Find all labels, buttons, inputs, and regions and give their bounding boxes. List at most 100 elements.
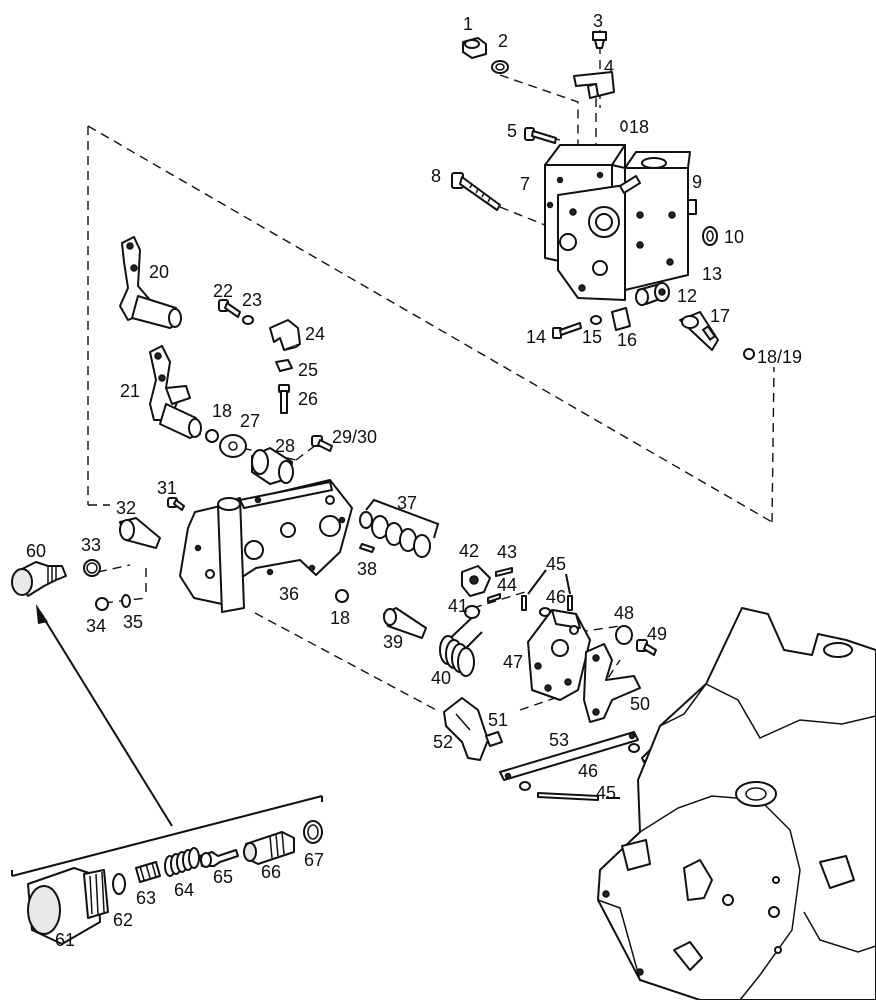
bush-part-48 (615, 625, 633, 645)
callout-27: 27 (240, 411, 260, 431)
callout-40: 40 (431, 668, 451, 688)
callout-8: 8 (431, 166, 441, 186)
bolt-part (524, 127, 557, 144)
spring-part-63 (135, 861, 161, 883)
spool-part (679, 311, 719, 351)
callout-61: 61 (55, 930, 75, 950)
callout-3: 3 (593, 11, 603, 31)
clip-part-24 (269, 319, 301, 351)
washer-part-27 (219, 434, 247, 458)
callout-35: 35 (123, 612, 143, 632)
plug-part-61 (27, 867, 109, 945)
callout-18a: 18 (629, 117, 649, 137)
callout-5: 5 (507, 121, 517, 141)
spring-part-40 (439, 609, 483, 677)
callout-46b: 46 (578, 761, 598, 781)
o-ring-part (491, 60, 509, 74)
callout-labels: 1 2 3 4 18 5 8 7 9 10 13 12 17 14 15 16 … (26, 11, 802, 950)
callout-1819: 18/19 (757, 347, 802, 367)
callout-39: 39 (383, 632, 403, 652)
callout-33: 33 (81, 535, 101, 555)
callout-50: 50 (630, 694, 650, 714)
callout-65: 65 (213, 867, 233, 887)
o-ring-part-67 (303, 820, 323, 844)
callout-7: 7 (520, 174, 530, 194)
bushing-part-28 (251, 447, 294, 485)
coupling-part (635, 282, 670, 306)
callout-67: 67 (304, 850, 324, 870)
screw-part (592, 31, 607, 49)
o-ring-part-10 (702, 226, 718, 246)
link-rod-part-53 (499, 731, 639, 781)
tractor-housing (597, 607, 876, 1000)
callout-43: 43 (497, 542, 517, 562)
callout-48: 48 (614, 603, 634, 623)
callout-34: 34 (86, 616, 106, 636)
cam-plate-part-52 (443, 697, 489, 761)
callout-62: 62 (113, 910, 133, 930)
callout-32: 32 (116, 498, 136, 518)
spring-part-64 (164, 847, 200, 877)
callout-12: 12 (677, 286, 697, 306)
callout-41: 41 (448, 596, 468, 616)
callout-17: 17 (710, 306, 730, 326)
callout-23: 23 (242, 290, 262, 310)
bolt-part-31 (167, 497, 185, 511)
relief-valve-part-60 (11, 561, 67, 597)
bracket-part (573, 71, 615, 99)
callout-64: 64 (174, 880, 194, 900)
callout-52: 52 (433, 732, 453, 752)
callout-13: 13 (702, 264, 722, 284)
detail-arrow (36, 604, 173, 827)
lever-part-21 (149, 345, 202, 439)
sleeve-part-32 (119, 517, 161, 549)
callout-44: 44 (497, 575, 517, 595)
poppet-part-65 (199, 849, 239, 868)
screw-part-14 (552, 322, 582, 339)
ring-part-62 (112, 873, 126, 895)
callout-49: 49 (647, 624, 667, 644)
detail-bracket-lines (11, 795, 323, 877)
lever-part-20 (119, 236, 182, 329)
callout-22: 22 (213, 281, 233, 301)
callout-63: 63 (136, 888, 156, 908)
bolt-part-2930 (311, 435, 333, 452)
callout-26: 26 (298, 389, 318, 409)
callout-24: 24 (305, 324, 325, 344)
callout-25: 25 (298, 360, 318, 380)
callout-18b: 18 (212, 401, 232, 421)
bolt-part-26 (278, 384, 290, 414)
callout-2930: 29/30 (332, 427, 377, 447)
callout-60: 60 (26, 541, 46, 561)
callout-20: 20 (149, 262, 169, 282)
block-part (611, 307, 631, 331)
callout-31: 31 (157, 478, 177, 498)
plug-part (462, 37, 487, 59)
lever-housing-part-47 (527, 609, 591, 701)
callout-47: 47 (503, 652, 523, 672)
cover-plate-36 (179, 479, 353, 613)
callout-16: 16 (617, 330, 637, 350)
callout-4: 4 (604, 57, 614, 77)
control-valve-block (544, 144, 697, 301)
valve-seat-part-66 (243, 831, 295, 865)
bolt-part-49 (636, 639, 657, 656)
callout-28: 28 (275, 436, 295, 456)
callout-36: 36 (279, 584, 299, 604)
callout-1: 1 (463, 14, 473, 34)
nut-part-51 (485, 731, 503, 747)
callout-10: 10 (724, 227, 744, 247)
callout-46a: 46 (546, 587, 566, 607)
assembly-dashed-lines (87, 30, 775, 713)
seal-rings-part-37 (359, 498, 440, 558)
callout-37: 37 (397, 493, 417, 513)
callout-45b: 45 (596, 783, 616, 803)
callout-15: 15 (582, 327, 602, 347)
pin-part-39 (383, 607, 427, 639)
callout-42: 42 (459, 541, 479, 561)
long-bolt-part (451, 172, 501, 211)
callout-14: 14 (526, 327, 546, 347)
callout-66: 66 (261, 862, 281, 882)
